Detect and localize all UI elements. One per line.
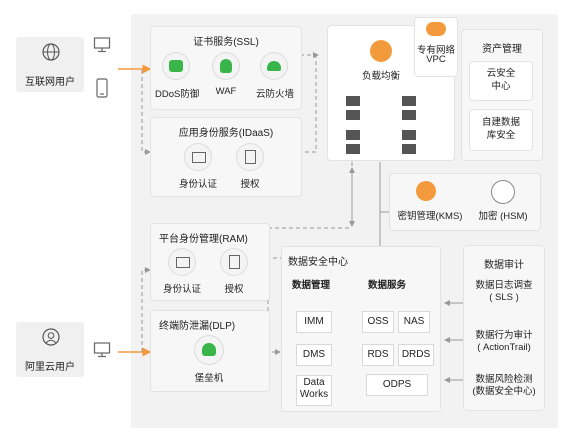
dlp-title: 终端防泄漏(DLP) <box>159 321 236 332</box>
hsm-icon <box>491 180 515 204</box>
server-icon <box>346 130 360 140</box>
id-card-icon <box>169 249 195 275</box>
dataworks-box: Data Works <box>296 375 332 406</box>
nas-box: NAS <box>398 311 430 333</box>
desktop-icon <box>93 37 111 53</box>
aliyun-user-group: 阿里云用户 <box>16 322 84 377</box>
user-icon <box>42 328 60 346</box>
waf-icon <box>213 53 239 79</box>
desktop-icon <box>93 342 111 358</box>
odps-box: ODPS <box>366 374 428 396</box>
load-balancer-icon <box>370 40 392 62</box>
server-icon <box>346 110 360 120</box>
asset-title: 资产管理 <box>482 44 522 55</box>
internet-user-label: 互联网用户 <box>25 77 75 88</box>
ssl-title: 证书服务(SSL) <box>193 37 259 48</box>
audit-panel: 数据审计 数据日志调查 ( SLS ) 数据行为审计 ( ActionTrail… <box>464 246 544 410</box>
asset-panel: 资产管理 云安全 中心 自建数据 库安全 <box>462 30 542 160</box>
ssl-panel: 证书服务(SSL) DDoS防御 WAF 云防火墙 <box>151 27 301 109</box>
data-svc-title: 数据服务 <box>368 280 407 291</box>
audit-actiontrail-label: 数据行为审计 ( ActionTrail) <box>475 330 533 353</box>
mobile-icon <box>96 78 108 98</box>
server-icon <box>346 96 360 106</box>
server-icon <box>346 144 360 154</box>
oss-box: OSS <box>362 311 394 333</box>
document-icon <box>221 249 247 275</box>
rds-box: RDS <box>362 344 394 366</box>
hsm-label: 加密 (HSM) <box>478 211 528 222</box>
ram-grant-label: 授权 <box>224 284 244 295</box>
idaas-panel: 应用身份服务(IDaaS) 身份认证 授权 <box>151 118 301 196</box>
idaas-grant-label: 授权 <box>240 179 260 190</box>
internet-user-group: 互联网用户 <box>16 37 84 92</box>
cloud-security-center-box: 云安全 中心 <box>470 62 532 100</box>
vpc-box: 专有网络 VPC <box>415 18 457 76</box>
self-db-security-box: 自建数据 库安全 <box>470 110 532 150</box>
vpc-label-2: VPC <box>426 54 446 65</box>
server-icon <box>402 110 416 120</box>
ddos-icon <box>163 53 189 79</box>
ddos-label: DDoS防御 <box>155 89 200 100</box>
cloud-security-center-label: 云安全 中心 <box>486 68 516 92</box>
waf-label: WAF <box>215 86 237 97</box>
document-icon <box>237 144 263 170</box>
dlp-panel: 终端防泄漏(DLP) 堡垒机 <box>151 311 269 391</box>
bastion-icon <box>195 336 223 364</box>
server-icon <box>402 130 416 140</box>
drds-box: DRDS <box>398 344 434 366</box>
firewall-icon <box>261 53 287 79</box>
self-db-security-label: 自建数据 库安全 <box>481 117 520 141</box>
data-mgmt-title: 数据管理 <box>292 280 331 291</box>
dms-box: DMS <box>296 344 332 366</box>
idaas-auth-label: 身份认证 <box>178 179 217 190</box>
kms-icon <box>416 181 436 201</box>
audit-title: 数据审计 <box>484 260 524 271</box>
ram-auth-label: 身份认证 <box>162 284 201 295</box>
audit-risk-label: 数据风险检测 (数据安全中心) <box>472 374 536 397</box>
imm-box: IMM <box>296 311 332 333</box>
globe-icon <box>42 43 60 61</box>
server-icon <box>402 96 416 106</box>
audit-sls-label: 数据日志调查 ( SLS ) <box>475 280 533 303</box>
aliyun-user-label: 阿里云用户 <box>25 362 75 373</box>
id-card-icon <box>185 144 211 170</box>
ram-panel: 平台身份管理(RAM) 身份认证 授权 <box>151 224 269 300</box>
kms-label: 密钥管理(KMS) <box>397 211 463 222</box>
ram-title: 平台身份管理(RAM) <box>159 234 248 245</box>
kms-panel: 密钥管理(KMS) 加密 (HSM) <box>390 174 540 230</box>
slb-label: 负载均衡 <box>361 71 400 82</box>
vpc-cloud-icon <box>426 22 446 36</box>
bastion-label: 堡垒机 <box>194 373 224 384</box>
idaas-title: 应用身份服务(IDaaS) <box>178 128 274 139</box>
data-security-center: 数据安全中心 数据管理 数据服务 IMM DMS Data Works OSS … <box>282 247 440 411</box>
datasec-title: 数据安全中心 <box>288 257 348 268</box>
firewall-label: 云防火墙 <box>255 89 294 100</box>
server-icon <box>402 144 416 154</box>
vpc-label-1: 专有网络 <box>416 45 455 56</box>
